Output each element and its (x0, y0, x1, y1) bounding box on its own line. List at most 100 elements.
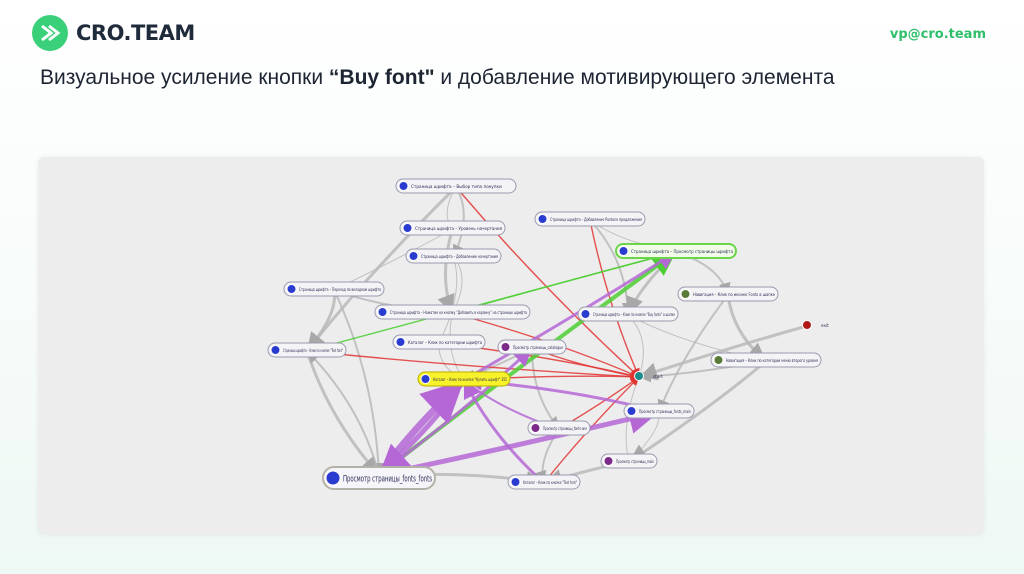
graph-edge-green (306, 250, 677, 352)
graph-edge-red (306, 350, 640, 381)
graph-node[interactable]: Страница шрифта – Клик по кнопке "Buy fo… (577, 306, 679, 322)
graph-edge-gray (437, 228, 455, 314)
graph-edges (305, 185, 808, 489)
logo-arrow-icon (32, 15, 68, 51)
graph-node-label: Страница шрифта – Переход по вкладкам шр… (299, 287, 381, 292)
graph-edge-gray (306, 350, 380, 476)
graph-node-icon (402, 223, 413, 233)
graph-node-pill (395, 178, 517, 194)
graph-node-pill (623, 403, 695, 419)
graph-node[interactable]: Каталог – Клик по категории шрифта (392, 334, 486, 350)
graph-node[interactable]: Страница шрифта – Выбор типа покупки (395, 178, 517, 194)
graph-node-icon (530, 423, 541, 433)
graph-node-icon (408, 251, 419, 261)
graph-node[interactable]: Страница шрифта – Просмотр страницы шриф… (615, 243, 737, 259)
graph-node-label: Каталог – Клик по категории шрифта (408, 340, 482, 345)
graph-node-label: exit (821, 323, 829, 328)
graph-node-pill (710, 352, 822, 368)
graph-edge-purple (377, 378, 467, 477)
graph-node-label: Навигация – Клик по иконке Fonts в шапке (693, 292, 775, 297)
graph-node-pill (527, 420, 591, 436)
graph-node-pill (392, 334, 486, 350)
graph-node-icon (713, 355, 724, 365)
graph-node-label: Просмотр страницы_fonts_fonts (343, 475, 432, 485)
graph-node[interactable]: Каталог – Клик по кнопке "Test font" (507, 474, 581, 490)
graph-node-pill (600, 453, 658, 469)
graph-node-icon (618, 246, 629, 256)
logo-text: CRO.TEAM (76, 21, 195, 45)
graph-node-label: Страница шрифта – Клик по кнопке "Test f… (283, 348, 343, 353)
graph-node[interactable]: Страница шрифта – Переход по вкладкам шр… (283, 281, 385, 297)
graph-node-icon (537, 214, 548, 224)
graph-node-icon (270, 345, 281, 355)
graph-node[interactable]: Просмотр страницы_main (600, 453, 658, 469)
graph-edge-purple (462, 379, 546, 485)
graph-nodes: Страница шрифта – Выбор типа покупкиСтра… (267, 178, 830, 490)
graph-node-label: Страница шрифта – Уровень начертания (415, 226, 502, 231)
graph-node-pill (677, 286, 779, 302)
contact-email[interactable]: vp@cro.team (889, 27, 986, 42)
graph-node[interactable]: Просмотр страницы_catalogue (497, 339, 567, 355)
graph-node-label: Каталог – Клик по кнопке "Test font" (523, 480, 577, 485)
graph-node[interactable]: Просмотр страницы_fonts-one (527, 420, 591, 436)
graph-node[interactable]: Просмотр страницы_fonts_fonts (322, 466, 436, 490)
graph-node-pill (577, 306, 679, 322)
graph-node-icon (500, 342, 511, 352)
graph-node[interactable]: Страница шрифта – Добавление начертания (405, 248, 502, 264)
graph-node-pill (322, 466, 436, 490)
graph-node-icon (802, 320, 812, 330)
graph-edge-gray (638, 324, 808, 381)
graph-node-icon (603, 456, 614, 466)
graph-node-label: Страница шрифта – Нажатие на кнопку "Доб… (390, 310, 527, 315)
title-part-1: Визуальное усиление кнопки (40, 66, 329, 89)
graph-node[interactable]: Просмотр страницы_fonts_main (623, 403, 695, 419)
graph-node-label: Просмотр страницы_fonts-one (543, 426, 587, 431)
graph-edge-purple (378, 346, 534, 477)
graph-node-icon (420, 374, 431, 384)
title-part-2: и добавление мотивирующего элемента (434, 66, 835, 89)
graph-node-pill (405, 248, 502, 264)
graph-edge-gray (657, 294, 729, 413)
graph-node[interactable]: exit (802, 320, 830, 330)
graph-node-icon (398, 181, 409, 191)
graph-node-icon (510, 477, 521, 487)
graph-edge-gray (305, 350, 381, 476)
graph-node-label: Навигация – Клик по категории меню второ… (726, 358, 818, 363)
graph-canvas: Страница шрифта – Выбор типа покупкиСтра… (267, 178, 830, 490)
graph-node-label: Страница шрифта – Добавление начертания (421, 254, 498, 259)
graph-node-label: start (653, 374, 663, 379)
graph-node[interactable]: Страница шрифта – Клик по кнопке "Test f… (267, 342, 347, 358)
graph-node-label: Страница шрифта – Клик по кнопке "Buy fo… (593, 312, 675, 317)
graph-node-label: Страница шрифта – Добавление Pantone пре… (550, 217, 642, 222)
graph-node-icon (634, 371, 644, 381)
graph-node-label: Просмотр страницы_fonts_main (639, 409, 691, 414)
graph-node-icon (580, 309, 591, 319)
graph-node-icon (286, 284, 297, 294)
graph-node-label: Каталог – Клик по кнопке "Купить шрифт" … (433, 377, 507, 382)
graph-node-pill (399, 220, 506, 236)
graph-node[interactable]: Каталог – Клик по кнопке "Купить шрифт" … (417, 371, 511, 387)
graph-edge-gray (305, 185, 458, 352)
graph-edge-gray (726, 294, 767, 363)
graph-node[interactable]: Навигация – Клик по иконке Fonts в шапке (677, 286, 779, 302)
graph-node[interactable]: Страница шрифта – Добавление Pantone пре… (534, 211, 646, 227)
graph-node[interactable]: start (634, 371, 664, 381)
graph-node-label: Страница шрифта – Выбор типа покупки (411, 184, 502, 189)
graph-node[interactable]: Навигация – Клик по категории меню второ… (710, 352, 822, 368)
graph-node[interactable]: Страница шрифта – Нажатие на кнопку "Доб… (374, 304, 531, 320)
graph-node-pill (374, 304, 531, 320)
graph-edge-gray (628, 359, 767, 464)
graph-edge-gray (333, 289, 385, 476)
graph-node-pill (534, 211, 646, 227)
graph-node-icon (626, 406, 637, 416)
graph-node-pill (267, 342, 347, 358)
graph-node-icon (395, 337, 406, 347)
graph-node-label: Просмотр страницы_main (616, 459, 654, 464)
logo: CRO.TEAM (32, 15, 195, 51)
graph-node-icon (680, 289, 691, 299)
page-title: Визуальное усиление кнопки “Buy font" и … (40, 66, 835, 90)
graph-node[interactable]: Страница шрифта – Уровень начертания (399, 220, 506, 236)
graph-node-icon (325, 470, 341, 486)
graph-node-label: Просмотр страницы_catalogue (513, 345, 563, 350)
